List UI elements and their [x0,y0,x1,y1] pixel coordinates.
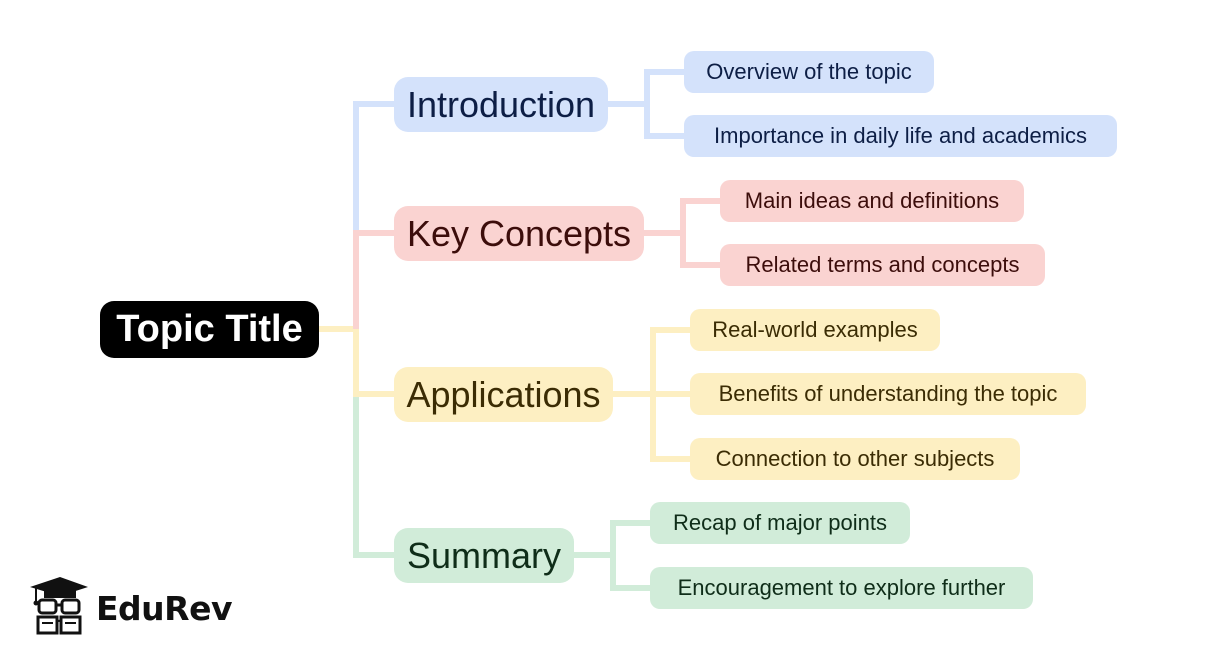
edurev-logo-icon [30,577,88,635]
connector-summary-leaves [574,520,650,591]
branch-introduction: Introduction [394,77,608,132]
leaf-recap: Recap of major points [650,502,910,544]
branch-summary: Summary [394,528,574,583]
leaf-overview: Overview of the topic [684,51,934,93]
leaf-related-terms: Related terms and concepts [720,244,1045,286]
branch-applications: Applications [394,367,613,422]
leaf-importance: Importance in daily life and academics [684,115,1117,157]
leaf-main-ideas: Main ideas and definitions [720,180,1024,222]
edurev-brand-text: EduRev [96,589,232,628]
connector-applications-leaves [613,327,690,462]
root-topic-node: Topic Title [100,301,319,358]
leaf-real-world: Real-world examples [690,309,940,351]
branch-key-concepts: Key Concepts [394,206,644,261]
connector-key-concepts-leaves [644,198,720,268]
leaf-benefits: Benefits of understanding the topic [690,373,1086,415]
connector-introduction-leaves [608,69,684,139]
leaf-connection: Connection to other subjects [690,438,1020,480]
leaf-encouragement: Encouragement to explore further [650,567,1033,609]
